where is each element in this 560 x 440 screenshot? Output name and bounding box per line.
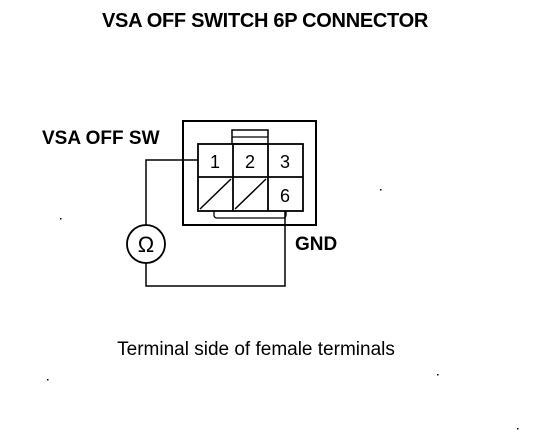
probe-wire-pin1 [145, 159, 198, 225]
pin-6-label: 6 [280, 186, 290, 206]
switch-label: VSA OFF SW [42, 128, 160, 149]
terminal-grid [197, 143, 304, 212]
ground-label: GND [295, 234, 337, 255]
pin-1-label: 1 [210, 152, 220, 172]
probe-wire-pin6 [145, 211, 286, 287]
ohmmeter-symbol [126, 224, 166, 264]
pin-2-label: 2 [245, 152, 255, 172]
diagram-caption: Terminal side of female terminals [117, 339, 395, 360]
connector-housing [182, 120, 317, 226]
diagram-title: VSA OFF SWITCH 6P CONNECTOR [101, 10, 428, 32]
connector-keyway [213, 211, 287, 219]
pin-3-label: 3 [280, 152, 290, 172]
empty-cavity-marks [199, 178, 267, 210]
ohm-icon: Ω [138, 232, 154, 257]
